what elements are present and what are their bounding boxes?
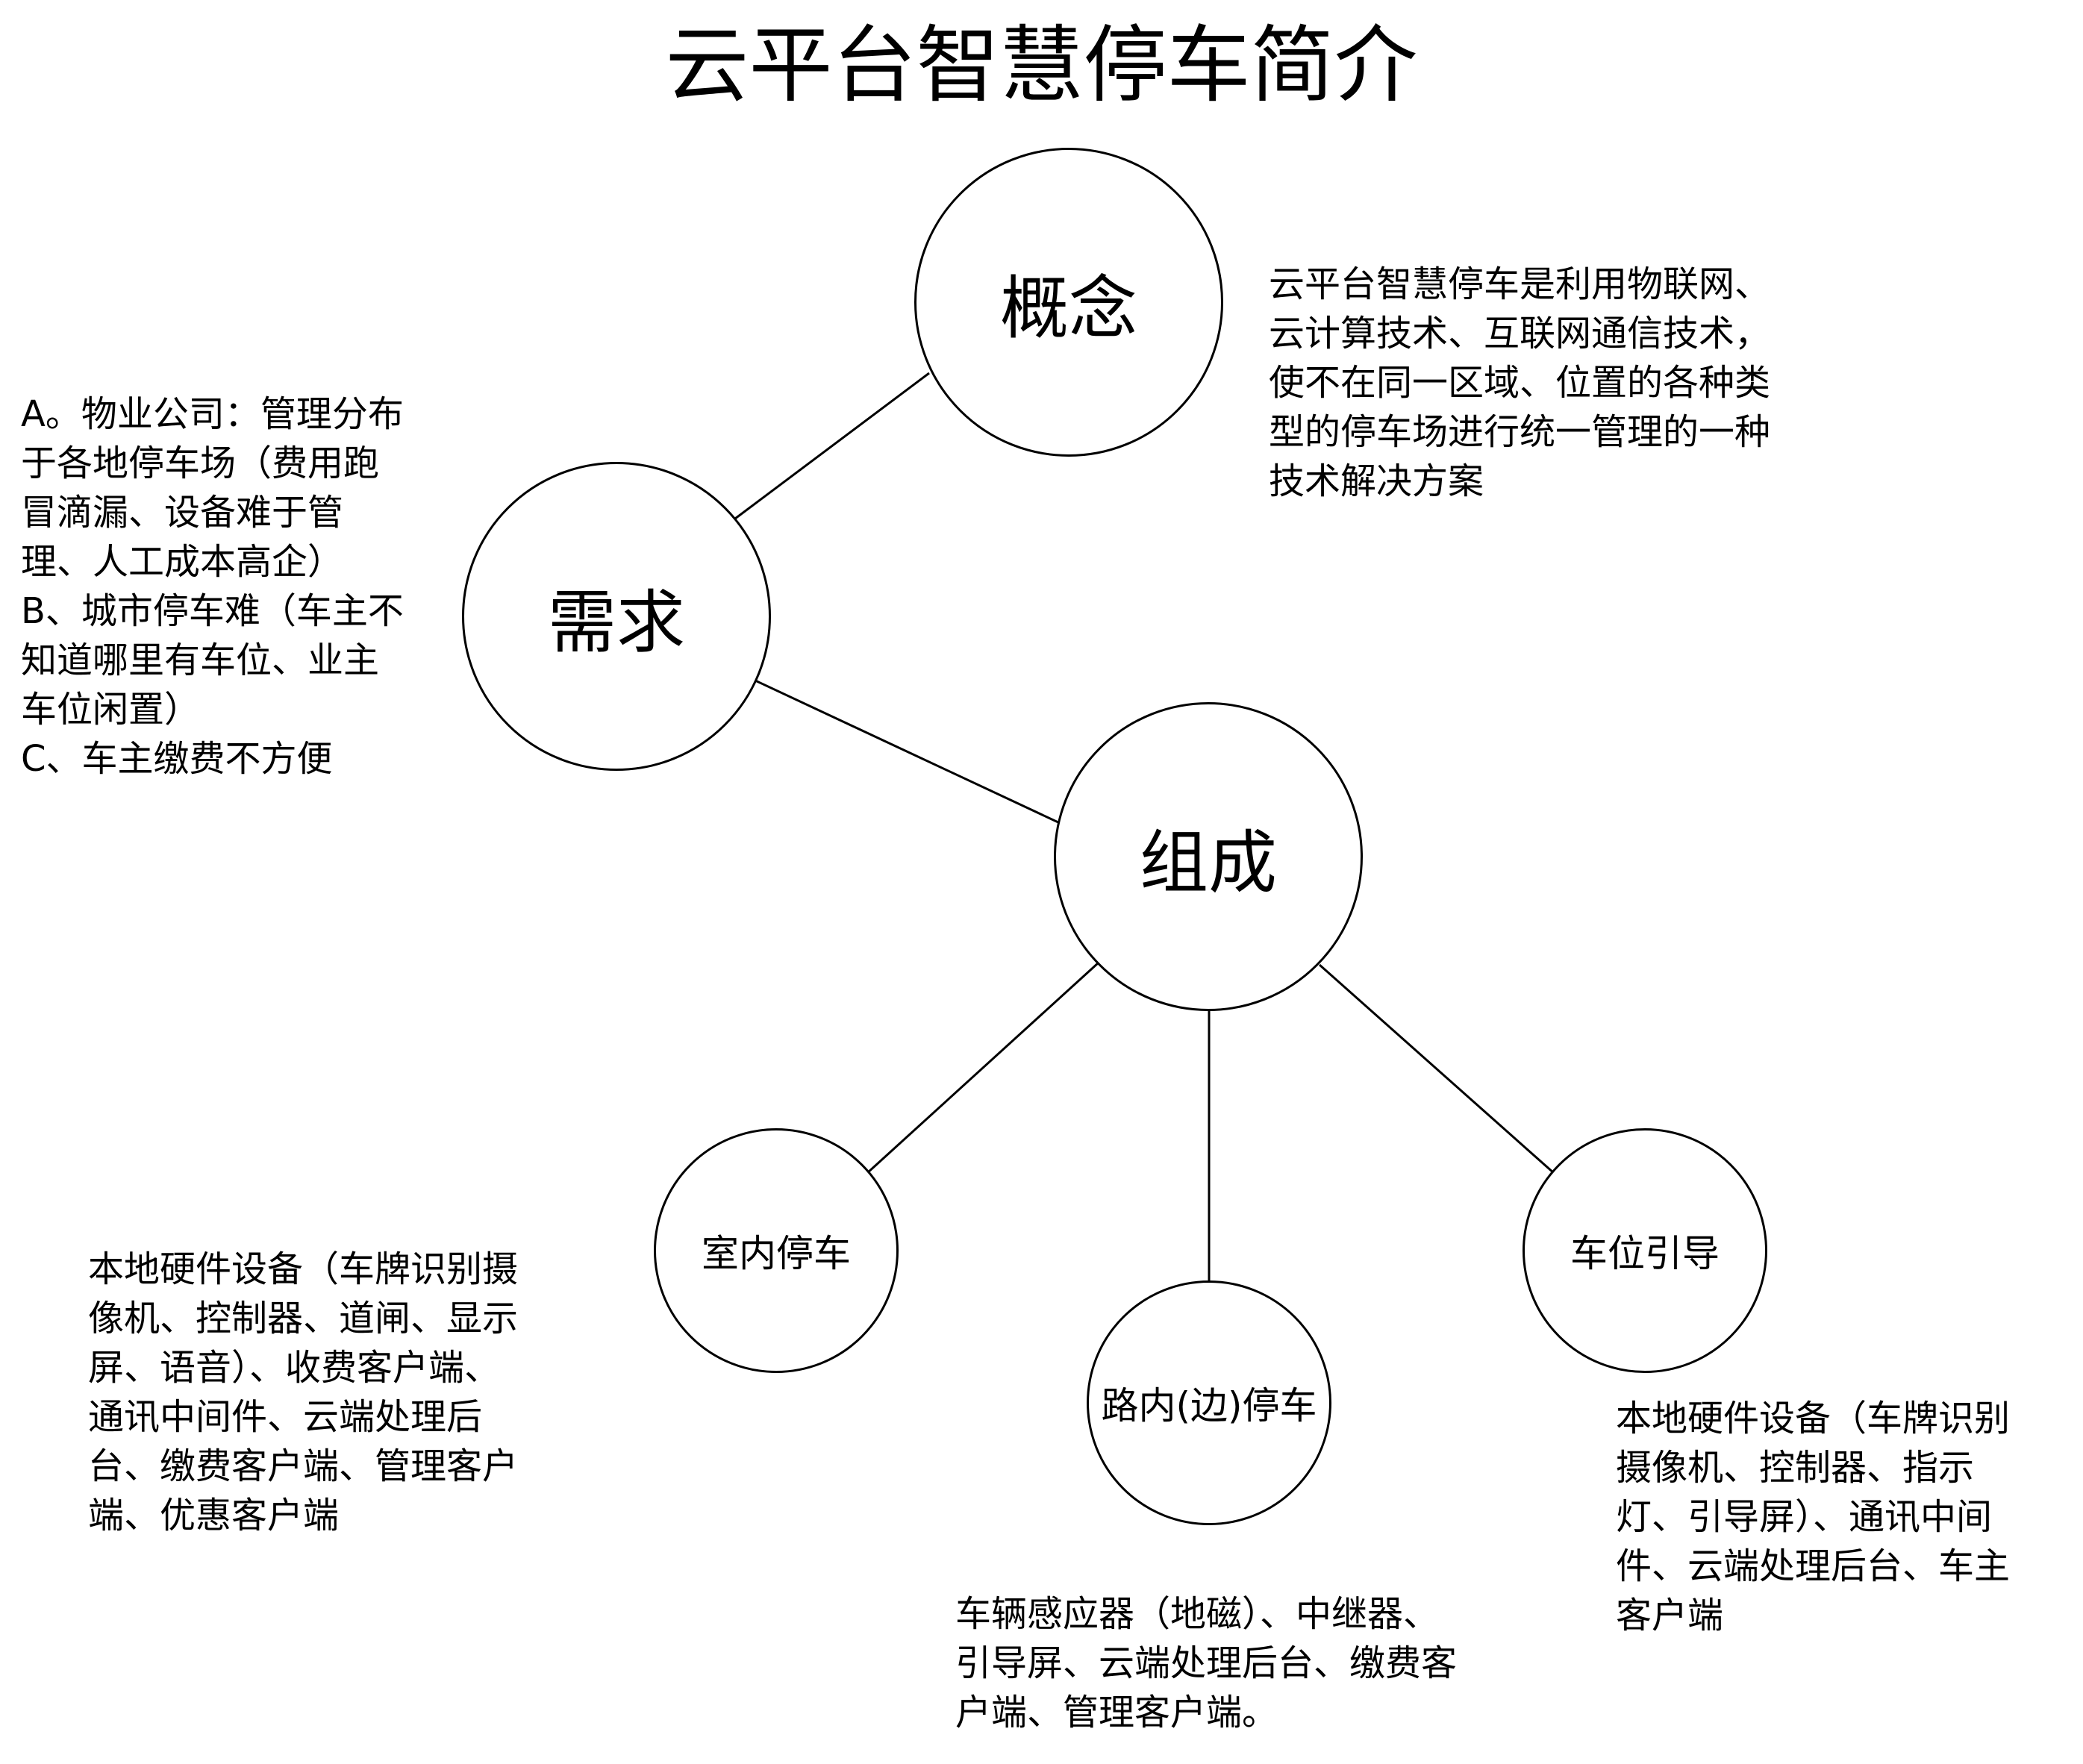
desc-guidance: 本地硬件设备（车牌识别 摄像机、控制器、指示 灯、引导屏）、通讯中间 件、云端处… <box>1616 1398 2011 1636</box>
desc-indoor: 本地硬件设备（车牌识别摄 像机、控制器、道闸、显示 屏、语音）、收费客户端、 通… <box>88 1248 519 1536</box>
link-concept-demand <box>734 372 930 520</box>
node-guidance: 车位引导 <box>1523 1128 1767 1373</box>
node-demand: 需求 <box>462 462 771 771</box>
node-concept: 概念 <box>914 148 1223 457</box>
node-roadside: 路内(边)停车 <box>1087 1280 1331 1525</box>
link-demand-composition <box>755 679 1061 825</box>
node-composition: 组成 <box>1054 702 1363 1011</box>
diagram-title: 云平台智慧停车简介 <box>665 17 1418 114</box>
link-composition-guidance <box>1319 963 1555 1175</box>
desc-concept: 云平台智慧停车是利用物联网、 云计算技术、互联网通信技术， 使不在同一区域、位置… <box>1269 263 1771 502</box>
desc-demand: A。物业公司：管理分布 于各地停车场（费用跑 冒滴漏、设备难于管 理、人工成本高… <box>21 393 404 780</box>
link-composition-indoor <box>866 961 1100 1175</box>
desc-roadside: 车辆感应器（地磁）、中继器、 引导屏、云端处理后台、缴费客 户端、管理客户端。 <box>955 1593 1458 1733</box>
node-indoor: 室内停车 <box>654 1128 899 1373</box>
